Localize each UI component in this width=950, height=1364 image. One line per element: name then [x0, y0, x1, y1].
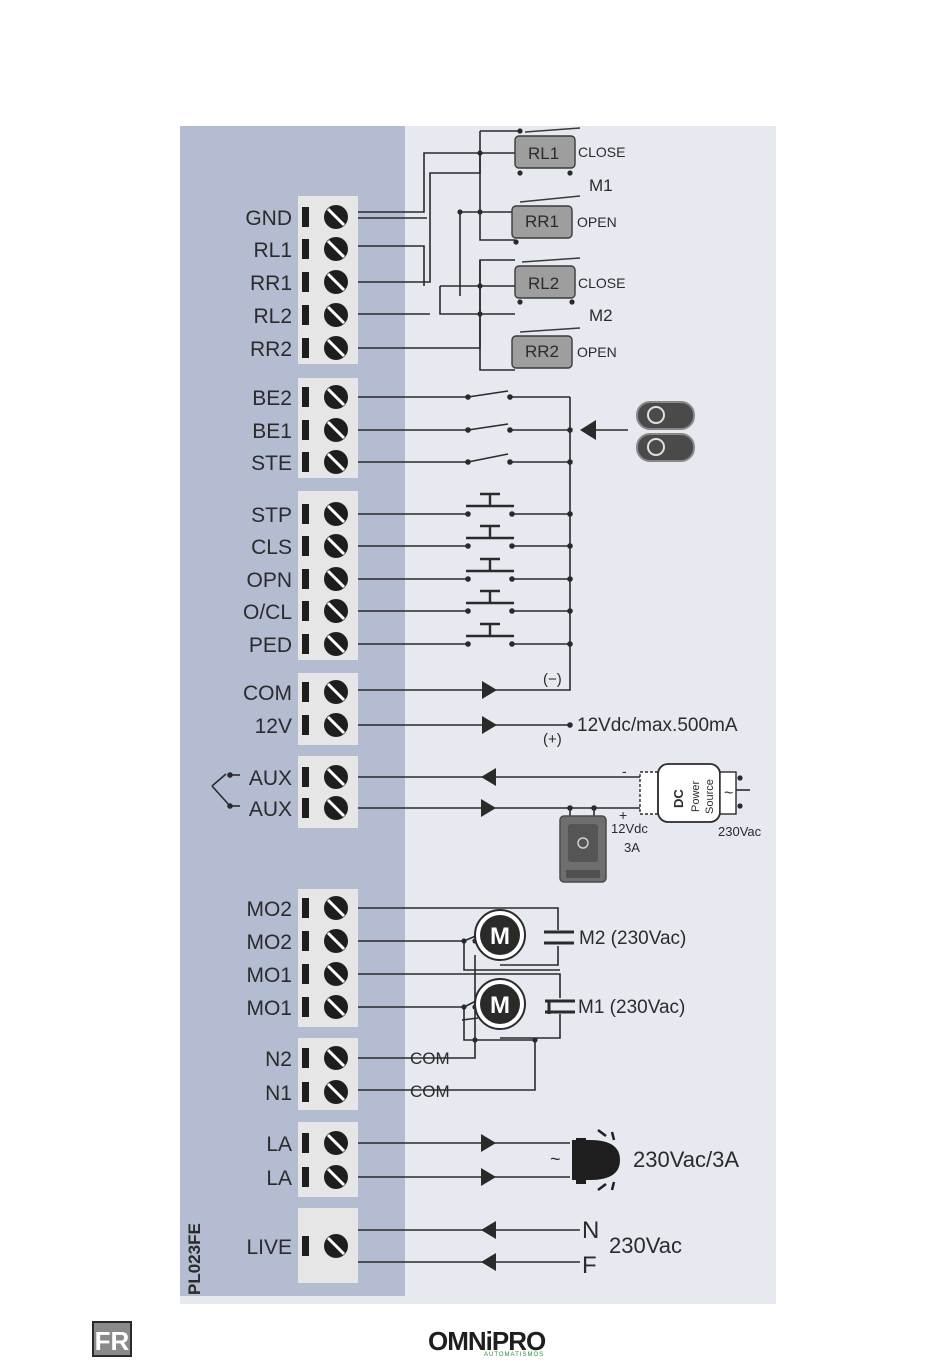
panel-left-background [180, 126, 405, 1296]
terminal-bar-t25 [302, 1167, 309, 1187]
terminal-bar-t09 [302, 504, 309, 524]
terminal-bar-t08 [302, 452, 309, 472]
terminal-bar-t01 [302, 207, 309, 227]
terminal-label-t04: RL2 [253, 305, 292, 328]
terminal-bar-t18 [302, 898, 309, 918]
terminal-bar-t13 [302, 634, 309, 654]
lamp-ac-symbol: ~ [550, 1149, 561, 1169]
terminal-bar-t12 [302, 601, 309, 621]
terminal-bar-t02 [302, 239, 309, 259]
mains-neutral-label: N [582, 1217, 599, 1244]
power-plus-label: (+) [543, 731, 562, 748]
dc-source-line3: Source [704, 779, 716, 814]
terminal-bar-t19 [302, 931, 309, 951]
mains-voltage-label: 230Vac [609, 1233, 682, 1258]
terminal-label-t11: OPN [246, 569, 292, 592]
dc-source-line2: Power [690, 780, 702, 812]
mains-phase-label: F [582, 1252, 597, 1279]
terminal-bar-t16 [302, 767, 309, 787]
power-output-spec: 12Vdc/max.500mA [577, 715, 738, 736]
terminal-label-t14: COM [243, 682, 292, 705]
terminal-label-t10: CLS [251, 536, 292, 559]
motor-m2-limit-label: M2 [589, 306, 613, 325]
terminal-label-t19: MO2 [246, 931, 292, 954]
terminal-label-t17: AUX [249, 798, 292, 821]
terminal-bar-t03 [302, 272, 309, 292]
microswitch-rr2-label: RR2 [525, 342, 559, 361]
microswitch-rl2-function: CLOSE [578, 275, 625, 291]
dc-source-input-voltage: 230Vac [718, 824, 762, 839]
terminal-label-t26: LIVE [246, 1236, 292, 1259]
terminal-label-t25: LA [266, 1167, 292, 1190]
dc-source-output-voltage: 12Vdc [611, 821, 648, 836]
terminal-label-t18: MO2 [246, 898, 292, 921]
motor-m1-spec: M1 (230Vac) [578, 997, 685, 1018]
common-n1-label: COM [410, 1082, 450, 1101]
common-n2-label: COM [410, 1049, 450, 1068]
dc-source-minus-sign: - [622, 763, 627, 779]
dc-source-output-current: 3A [624, 840, 640, 855]
terminal-bar-t17 [302, 798, 309, 818]
terminal-bar-t23 [302, 1082, 309, 1102]
lamp-spec: 230Vac/3A [633, 1147, 739, 1172]
terminal-label-t13: PED [249, 634, 292, 657]
terminal-bar-t15 [302, 715, 309, 735]
microswitch-rl2-label: RL2 [528, 274, 559, 293]
battery-icon [560, 816, 606, 882]
terminal-bar-t07 [302, 420, 309, 440]
terminal-bar-t11 [302, 569, 309, 589]
microswitch-rr1-label: RR1 [525, 212, 559, 231]
terminal-bar-t22 [302, 1048, 309, 1068]
terminal-label-t09: STP [251, 504, 292, 527]
microswitch-rr2-function: OPEN [577, 344, 617, 360]
terminal-label-t22: N2 [265, 1048, 292, 1071]
terminal-label-t24: LA [266, 1133, 292, 1156]
dc-source-line1: DC [671, 789, 686, 808]
power-minus-label: (−) [543, 671, 562, 688]
terminal-label-t07: BE1 [252, 420, 292, 443]
motor-m1-letter: M [490, 992, 510, 1019]
microswitch-rl1-function: CLOSE [578, 144, 625, 160]
terminal-label-t15: 12V [255, 715, 292, 738]
terminal-label-t16: AUX [249, 767, 292, 790]
motor-m2-spec: M2 (230Vac) [579, 928, 686, 949]
terminal-label-t03: RR1 [250, 272, 292, 295]
terminal-bar-t04 [302, 305, 309, 325]
terminal-label-t20: MO1 [246, 964, 292, 987]
terminal-label-t01: GND [245, 207, 292, 230]
brand-logo-subtitle: AUTOMATISMOS [484, 1352, 544, 1358]
terminal-bar-t20 [302, 964, 309, 984]
terminal-label-t05: RR2 [250, 338, 292, 361]
terminal-label-t21: MO1 [246, 997, 292, 1020]
motor-m2-letter: M [490, 923, 510, 950]
terminal-bar-t26 [302, 1236, 309, 1256]
terminal-bar-t21 [302, 997, 309, 1017]
board-model-label: PL023FE [185, 1223, 204, 1295]
terminal-bar-t14 [302, 682, 309, 702]
terminal-label-t23: N1 [265, 1082, 292, 1105]
motor-m1-limit-label: M1 [589, 176, 613, 195]
language-badge: FR [92, 1321, 132, 1357]
microswitch-rl1-label: RL1 [528, 144, 559, 163]
terminal-bar-t05 [302, 338, 309, 358]
microswitch-rr1-function: OPEN [577, 214, 617, 230]
terminal-label-t06: BE2 [252, 387, 292, 410]
terminal-bar-t24 [302, 1133, 309, 1153]
terminal-label-t12: O/CL [243, 601, 292, 624]
terminal-bar-t10 [302, 536, 309, 556]
terminal-bar-t06 [302, 387, 309, 407]
terminal-label-t08: STE [251, 452, 292, 475]
terminal-label-t02: RL1 [253, 239, 292, 262]
dc-power-source-icon [640, 764, 736, 822]
dc-source-ac-symbol: ~ [724, 785, 733, 802]
